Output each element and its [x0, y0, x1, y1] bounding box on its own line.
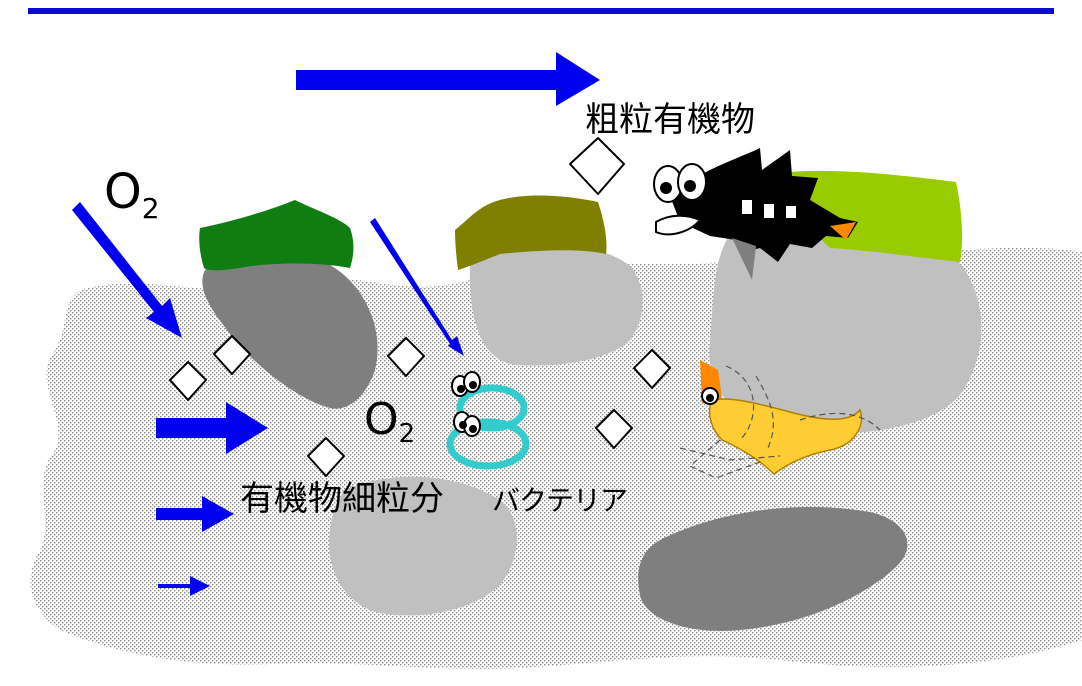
- bacteria-label: バクテリア: [492, 484, 628, 517]
- fish-icon: [653, 148, 858, 280]
- fine-organic-particles-label: 有機物細粒分: [240, 479, 444, 519]
- moss-green: [199, 200, 354, 271]
- oxygen-subscript: 2: [141, 192, 160, 225]
- oxygen-label-top: O2: [104, 168, 160, 223]
- organic-particle-icon: [307, 437, 345, 477]
- oxygen-label-middle: O2: [364, 398, 416, 449]
- stone-bottom-middle: [329, 476, 517, 616]
- arrow-icon: [370, 218, 464, 356]
- coarse-organic-matter-label: 粗粒有機物: [585, 100, 755, 140]
- stone-top-middle: [469, 245, 643, 366]
- organic-particle-icon: [169, 361, 207, 401]
- arrow-icon: [156, 402, 268, 454]
- organic-particle-icon: [633, 349, 671, 389]
- organic-particle-icon: [213, 335, 251, 375]
- stone-large-right: [709, 209, 982, 434]
- arrow-icon: [72, 202, 182, 338]
- header-bar: [28, 8, 1054, 14]
- arrow-icon: [158, 576, 210, 596]
- arrow-icon: [296, 52, 600, 106]
- leaf-lime: [790, 170, 963, 262]
- oxygen-symbol: O: [104, 164, 142, 220]
- shrimp-icon: [679, 360, 881, 479]
- stone-dark-left: [202, 251, 378, 409]
- organic-particle-icon: [569, 137, 625, 195]
- organic-particles: [169, 137, 671, 477]
- moss-olive: [455, 195, 607, 270]
- organic-particle-icon: [387, 337, 425, 377]
- bacteria-icon: [446, 371, 530, 470]
- organic-particle-icon: [595, 409, 633, 449]
- oxygen-symbol: O: [364, 394, 399, 445]
- arrow-icon: [156, 496, 234, 532]
- flow-arrows: [72, 52, 600, 596]
- oxygen-subscript: 2: [398, 419, 416, 449]
- stone-bottom-right: [638, 507, 908, 631]
